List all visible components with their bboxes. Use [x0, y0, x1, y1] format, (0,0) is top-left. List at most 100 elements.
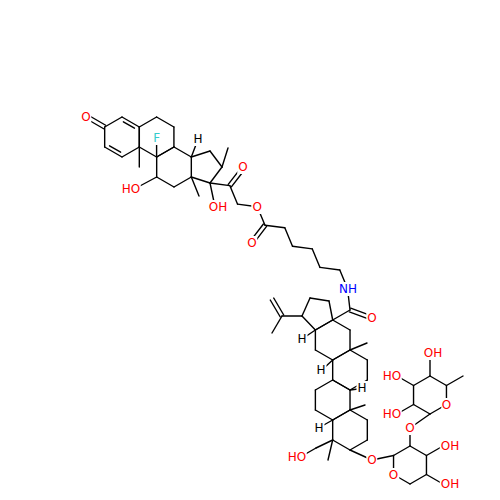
bond-line [315, 390, 316, 410]
bond-line [139, 147, 140, 167]
atom-label: O [366, 453, 377, 467]
bond-line [270, 300, 280, 317]
atom-label: H [192, 132, 203, 146]
bond-line [410, 475, 426, 485]
bond-line [139, 127, 140, 147]
atom-label: HO [121, 182, 141, 196]
bond-line [174, 177, 191, 187]
atom-label: O [388, 468, 399, 482]
bond-line [333, 410, 350, 420]
bond-line [302, 316, 315, 330]
bond-line [367, 360, 368, 380]
bond-line [315, 380, 332, 390]
atom-label: O [237, 160, 248, 174]
bond-line [191, 177, 199, 196]
bond-line [329, 301, 333, 320]
bond-line [446, 376, 463, 386]
atom-label: O [246, 236, 257, 250]
bond-line [349, 330, 350, 350]
atom-label: H [356, 381, 367, 395]
bond-line [350, 405, 365, 410]
bond-line [328, 440, 333, 460]
bond-line [315, 320, 332, 330]
bond-line [315, 320, 332, 330]
atom-label: OH [440, 439, 460, 453]
bond-line [332, 360, 333, 380]
bond-line [316, 440, 333, 448]
bond-line [430, 376, 446, 386]
bond-line [173, 127, 174, 147]
bond-line [157, 117, 174, 127]
atom-label: F [152, 131, 161, 145]
bond-line [349, 390, 350, 410]
bond-line [302, 298, 310, 316]
bond-line [157, 147, 174, 157]
atom-label: O [404, 421, 415, 435]
bond-line [230, 186, 238, 205]
bond-line [139, 127, 140, 147]
bond-line [333, 440, 350, 450]
bond-line [139, 147, 156, 157]
bond-line [285, 228, 293, 247]
atom-label: NH [338, 282, 358, 296]
atom-label: HO [287, 450, 307, 464]
bond-line [333, 410, 350, 420]
atom-label: O [441, 398, 452, 412]
bond-line [174, 147, 191, 157]
bond-line [332, 420, 333, 440]
bond-line [333, 310, 350, 320]
bond-line [410, 446, 426, 456]
bond-line [191, 157, 192, 177]
bond-line [312, 249, 320, 268]
bond-line [122, 147, 139, 157]
atom-label: O [80, 110, 91, 124]
bond-line [139, 117, 156, 127]
atom-label: HO [382, 369, 402, 383]
bond-line [282, 315, 302, 316]
bond-line [315, 330, 316, 350]
bond-line [414, 376, 430, 386]
bond-line [104, 127, 105, 147]
atom-label: O [366, 311, 377, 325]
bond-line [413, 386, 414, 405]
atom-label: HO [382, 407, 402, 421]
bond-line [222, 148, 228, 167]
bond-line [350, 440, 367, 450]
bond-line [157, 147, 174, 157]
bond-line [394, 446, 410, 456]
bond-line [333, 380, 350, 390]
bond-line [105, 117, 122, 127]
bond-line [272, 316, 282, 333]
bond-line [414, 405, 430, 415]
bond-line [157, 177, 174, 187]
atom-label: H [313, 421, 324, 435]
bond-line [333, 350, 350, 360]
bond-line [367, 420, 368, 440]
atom-label: O [252, 200, 263, 214]
bond-line [156, 143, 157, 157]
bond-line [191, 151, 210, 157]
bond-line [293, 246, 313, 249]
bond-line [333, 320, 350, 330]
bond-line [274, 298, 284, 315]
bond-line [350, 350, 367, 360]
bond-line [315, 350, 332, 360]
bond-line [210, 167, 222, 183]
bond-line [210, 183, 230, 186]
bond-line [315, 410, 332, 420]
bond-line [156, 157, 157, 177]
bond-line [310, 298, 329, 301]
bond-line [426, 456, 427, 475]
bond-line [210, 151, 222, 167]
atom-label: OH [440, 477, 460, 491]
bond-line [350, 343, 367, 350]
bond-line [110, 146, 121, 152]
bond-line [320, 267, 340, 270]
atom-label: H [315, 363, 326, 377]
bond-line [333, 350, 350, 360]
atom-label: OH [423, 346, 443, 360]
bond-line [123, 122, 134, 128]
atom-label: H [296, 332, 307, 346]
